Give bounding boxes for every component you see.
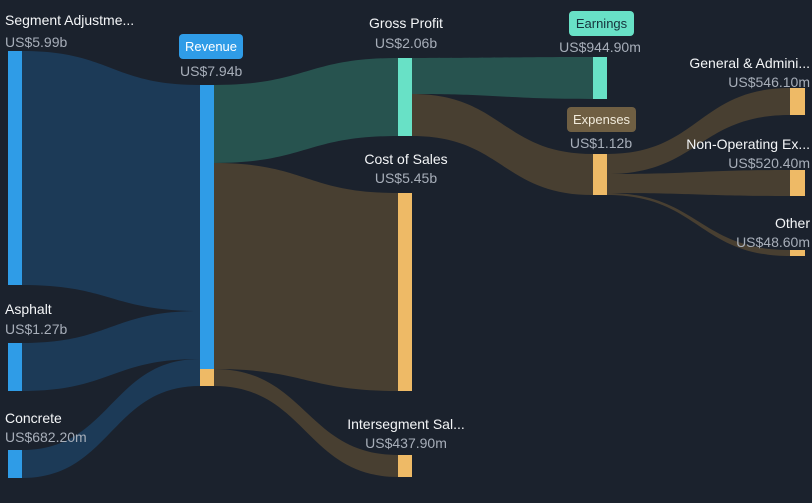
chip-expenses[interactable] [567,107,636,132]
flow-expenses-to-general-administrative [607,88,790,174]
node-cost-of-sales [398,193,412,391]
node-concrete [8,450,22,478]
flow-revenue-to-gross-profit [214,58,398,163]
label-asphalt: Asphalt [5,301,52,317]
value-intersegment-sales: US$437.90m [365,435,447,451]
node-asphalt [8,343,22,391]
flow-expenses-to-non-operating [607,170,790,196]
value-asphalt: US$1.27b [5,321,67,337]
chip-label-earnings: Earnings [576,16,628,31]
chip-label-expenses: Expenses [573,112,631,127]
label-general-administrative: General & Admini... [689,55,810,71]
label-gross-profit: Gross Profit [369,15,443,31]
node-gross-profit [398,58,412,136]
label-intersegment-sales: Intersegment Sal... [347,416,465,432]
flow-segment-adjustments-to-revenue [22,51,200,311]
flow-expenses-to-other [607,193,790,256]
flow-concrete-to-revenue [22,359,200,478]
label-cost-of-sales: Cost of Sales [364,151,447,167]
value-segment-adjustments: US$5.99b [5,34,67,50]
chip-revenue[interactable] [179,34,243,59]
chip-label-revenue: Revenue [185,39,237,54]
value-expenses: US$1.12b [570,135,632,151]
flow-asphalt-to-revenue [22,311,200,391]
value-cost-of-sales: US$5.45b [375,170,437,186]
label-other: Other [775,215,810,231]
node-expenses [593,154,607,195]
label-non-operating-expenses: Non-Operating Ex... [686,136,810,152]
value-concrete: US$682.20m [5,429,87,445]
flow-gross-profit-to-earnings [412,57,593,99]
value-other: US$48.60m [736,234,810,250]
flow-gross-profit-to-expenses [412,94,593,195]
value-gross-profit: US$2.06b [375,35,437,51]
flow-revenue-to-cost-of-sales [214,163,398,391]
node-non-operating-expenses [790,170,805,196]
value-general-administrative: US$546.10m [728,74,810,90]
value-revenue: US$7.94b [180,63,242,79]
node-segment-adjustments [8,51,22,285]
node-revenue [200,85,214,369]
node-earnings [593,57,607,99]
node-other [790,250,805,256]
node-revenue-intersegment-stub [200,369,214,386]
flow-revenue-to-intersegment-sales [214,369,398,477]
label-segment-adjustments: Segment Adjustme... [5,12,134,28]
value-non-operating-expenses: US$520.40m [728,155,810,171]
node-intersegment-sales [398,455,412,477]
value-earnings: US$944.90m [559,39,641,55]
label-concrete: Concrete [5,410,62,426]
node-general-administrative [790,88,805,115]
chip-earnings[interactable] [569,11,634,36]
